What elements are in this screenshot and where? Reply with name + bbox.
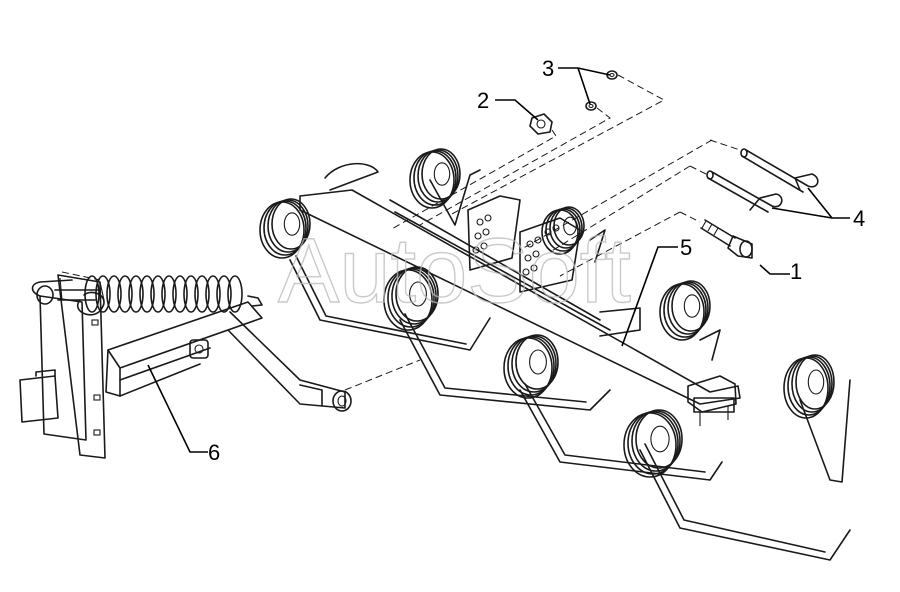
lever-arm [105, 301, 421, 412]
spring-tines [259, 148, 835, 478]
callout-3: 3 [542, 56, 554, 81]
washers [585, 70, 618, 111]
pins [706, 148, 819, 213]
callout-5: 5 [680, 235, 692, 260]
callout-labels: 1 2 3 4 5 6 [208, 56, 865, 465]
bolt [700, 219, 753, 259]
nut [529, 113, 553, 135]
callout-1: 1 [790, 259, 802, 284]
callout-4: 4 [853, 206, 865, 231]
tine-wires [289, 169, 851, 561]
watermark: AutoSoft [278, 220, 631, 322]
callout-leaders [147, 67, 850, 453]
callout-2: 2 [477, 88, 489, 113]
assembly-lines [389, 74, 741, 277]
tine-bar-assembly [299, 162, 741, 426]
tension-spring [31, 275, 263, 316]
callout-6: 6 [208, 440, 220, 465]
